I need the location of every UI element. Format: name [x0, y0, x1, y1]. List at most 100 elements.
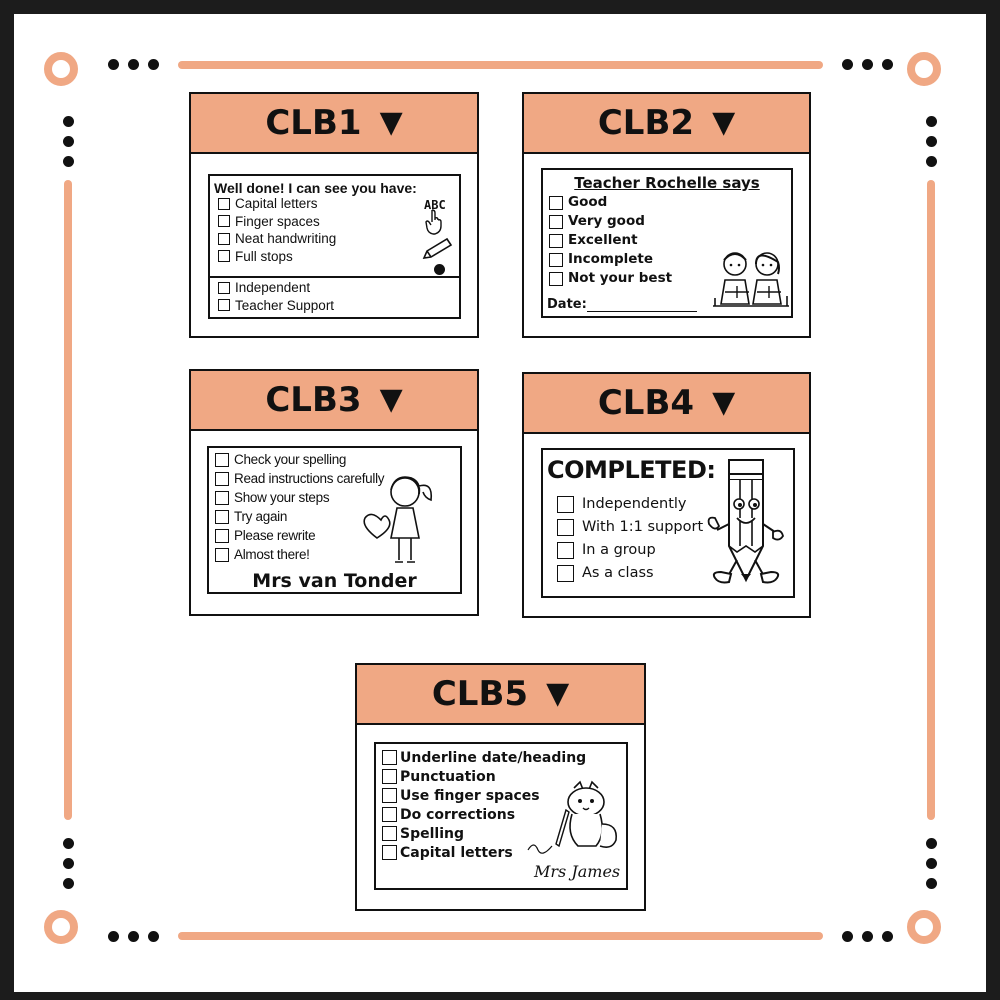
- checkbox[interactable]: [218, 215, 230, 228]
- abc-label: ABC: [424, 198, 446, 212]
- frame-dot: [862, 931, 873, 942]
- reading-children-icon: [713, 252, 789, 307]
- checkbox[interactable]: [218, 299, 230, 312]
- checklist-item[interactable]: Underline date/heading: [382, 750, 586, 765]
- frame-dot: [63, 116, 74, 127]
- checkbox[interactable]: [215, 529, 229, 543]
- fox-with-pencil-icon: [527, 780, 618, 854]
- checklist-item[interactable]: Very good: [549, 215, 672, 229]
- checklist-item[interactable]: Finger spaces: [218, 214, 336, 229]
- checklist-item[interactable]: Capital letters: [382, 845, 586, 860]
- checkbox[interactable]: [215, 491, 229, 505]
- frame-dot: [842, 59, 853, 70]
- checklist-item[interactable]: With 1:1 support: [557, 519, 703, 536]
- checklist-item[interactable]: Independent: [218, 281, 334, 295]
- checkbox[interactable]: [215, 548, 229, 562]
- checkbox[interactable]: [382, 769, 397, 784]
- checkbox[interactable]: [382, 826, 397, 841]
- checkbox[interactable]: [215, 453, 229, 467]
- pointing-hand-icon: [425, 209, 442, 235]
- checklist-item[interactable]: Full stops: [218, 249, 336, 264]
- checklist-item[interactable]: Read instructions carefully: [215, 472, 385, 486]
- checkbox[interactable]: [382, 845, 397, 860]
- corner-ring-bottom-right: [907, 910, 941, 944]
- checkbox[interactable]: [557, 542, 574, 559]
- frame-dot: [926, 156, 937, 167]
- checkbox[interactable]: [557, 565, 574, 582]
- date-line[interactable]: [587, 311, 697, 312]
- triangle-down-icon: ▼: [712, 105, 736, 140]
- card-header: CLB3 ▼: [191, 371, 477, 431]
- checkbox[interactable]: [557, 519, 574, 536]
- checkbox[interactable]: [218, 232, 230, 245]
- card-header: CLB1 ▼: [191, 94, 477, 154]
- checklist-item[interactable]: Incomplete: [549, 253, 672, 267]
- checklist-item[interactable]: Teacher Support: [218, 298, 334, 313]
- card-title: CLB5: [431, 674, 529, 714]
- card-header: CLB4 ▼: [524, 374, 809, 434]
- checklist-item[interactable]: Almost there!: [215, 548, 384, 562]
- frame-dot: [108, 931, 119, 942]
- checkbox[interactable]: [557, 496, 574, 513]
- frame-dot: [862, 59, 873, 70]
- checklist-item[interactable]: Show your steps: [215, 491, 384, 505]
- divider: [210, 276, 459, 278]
- frame-dot: [108, 59, 119, 70]
- checklist-item[interactable]: As a class: [557, 565, 703, 582]
- frame-dot: [148, 59, 159, 70]
- checkbox[interactable]: [215, 472, 229, 486]
- checklist-item[interactable]: Use finger spaces: [382, 788, 586, 803]
- frame-dot: [842, 931, 853, 942]
- card-title: CLB2: [597, 103, 695, 143]
- stamp-box: Underline date/heading Punctuation Use f…: [374, 742, 628, 890]
- checkbox[interactable]: [382, 788, 397, 803]
- checklist-item[interactable]: Capital letters: [218, 197, 336, 211]
- triangle-down-icon: ▼: [379, 105, 403, 140]
- stamp-box: COMPLETED: Independently With 1:1 suppor…: [541, 448, 795, 598]
- card-header: CLB5 ▼: [357, 665, 644, 725]
- girl-with-heart-icon: [363, 476, 433, 563]
- checklist-item[interactable]: Excellent: [549, 234, 672, 248]
- frame-bar-bottom: [178, 932, 823, 940]
- teacher-signature: Mrs James: [534, 862, 621, 881]
- checkbox[interactable]: [382, 750, 397, 765]
- stamp-box: Teacher Rochelle says Good Very good Exc…: [541, 168, 793, 318]
- checkbox[interactable]: [549, 234, 563, 248]
- checklist-item[interactable]: Try again: [215, 510, 384, 524]
- checklist-item[interactable]: Not your best: [549, 272, 672, 286]
- checklist-item[interactable]: Neat handwriting: [218, 232, 336, 246]
- checkbox[interactable]: [549, 272, 563, 286]
- card-clb4: CLB4 ▼ COMPLETED: Independently With 1:1…: [522, 372, 811, 618]
- checkbox[interactable]: [215, 510, 229, 524]
- frame-dot: [926, 878, 937, 889]
- checkbox[interactable]: [549, 196, 563, 210]
- frame-dot: [926, 116, 937, 127]
- corner-ring-top-right: [907, 52, 941, 86]
- checklist-item[interactable]: Check your spelling: [215, 453, 384, 467]
- frame-dot: [63, 838, 74, 849]
- checklist-item[interactable]: Please rewrite: [215, 529, 384, 543]
- checklist-item[interactable]: In a group: [557, 542, 703, 559]
- triangle-down-icon: ▼: [712, 385, 736, 420]
- checkbox[interactable]: [549, 215, 563, 229]
- checkbox[interactable]: [549, 253, 563, 267]
- checklist-item[interactable]: Good: [549, 196, 672, 210]
- triangle-down-icon: ▼: [546, 676, 570, 711]
- frame-dot: [128, 59, 139, 70]
- frame-bar-top: [178, 61, 823, 69]
- checklist-item[interactable]: Independently: [557, 496, 703, 513]
- frame-dot: [63, 136, 74, 147]
- checkbox[interactable]: [218, 250, 230, 263]
- frame-dot: [882, 59, 893, 70]
- checkbox[interactable]: [218, 281, 230, 294]
- checklist-item[interactable]: Do corrections: [382, 807, 586, 822]
- card-clb1: CLB1 ▼ Well done! I can see you have: Ca…: [189, 92, 479, 338]
- card-title: CLB1: [265, 103, 362, 143]
- checklist-item[interactable]: Punctuation: [382, 769, 586, 784]
- checkbox[interactable]: [218, 197, 230, 210]
- pencil-icon: [422, 237, 453, 259]
- checkbox[interactable]: [382, 807, 397, 822]
- stamp-heading: Teacher Rochelle says: [574, 174, 760, 192]
- checklist-item[interactable]: Spelling: [382, 826, 586, 841]
- frame-dot: [926, 858, 937, 869]
